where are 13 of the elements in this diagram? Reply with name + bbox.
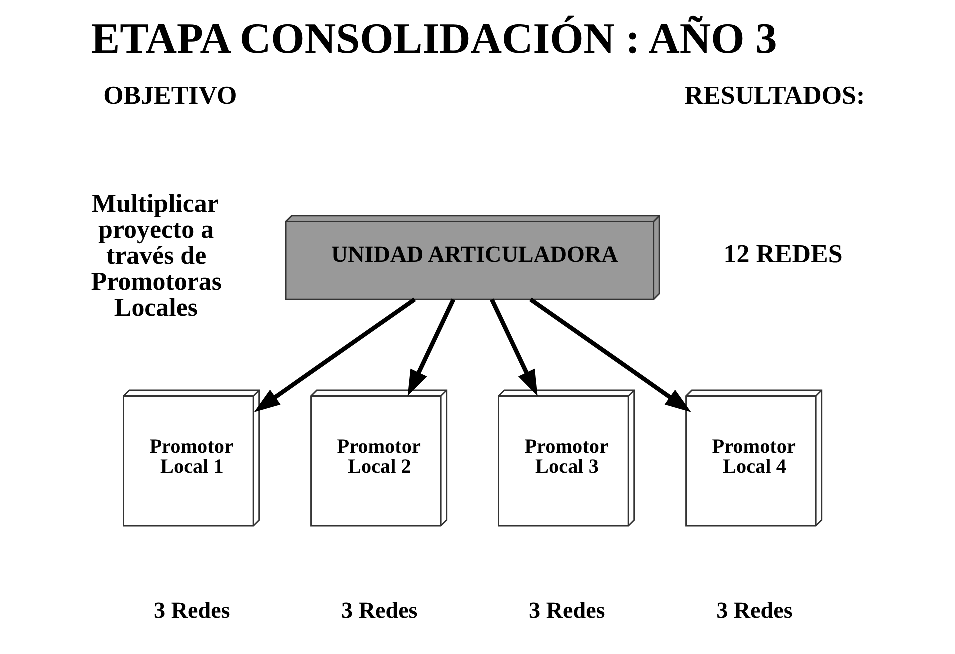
arrow [490,298,538,396]
label: Multiplicar proyecto a través de Promotoras Locales [91,189,222,322]
arrow [529,298,692,412]
node-label: 3 Redes [716,597,793,624]
node-label: 3 Redes [342,597,418,624]
label: OBJETIVO [104,81,238,110]
diagram-title: ETAPA CONSOLIDACIÓN : AÑO 3 [91,14,778,63]
label: RESULTADOS: [684,81,866,110]
arrow [254,298,416,412]
node-label: 3 Redes [154,597,230,624]
arrow [408,298,456,396]
label: 12 REDES [724,240,843,269]
node-label: 3 Redes [529,597,606,624]
